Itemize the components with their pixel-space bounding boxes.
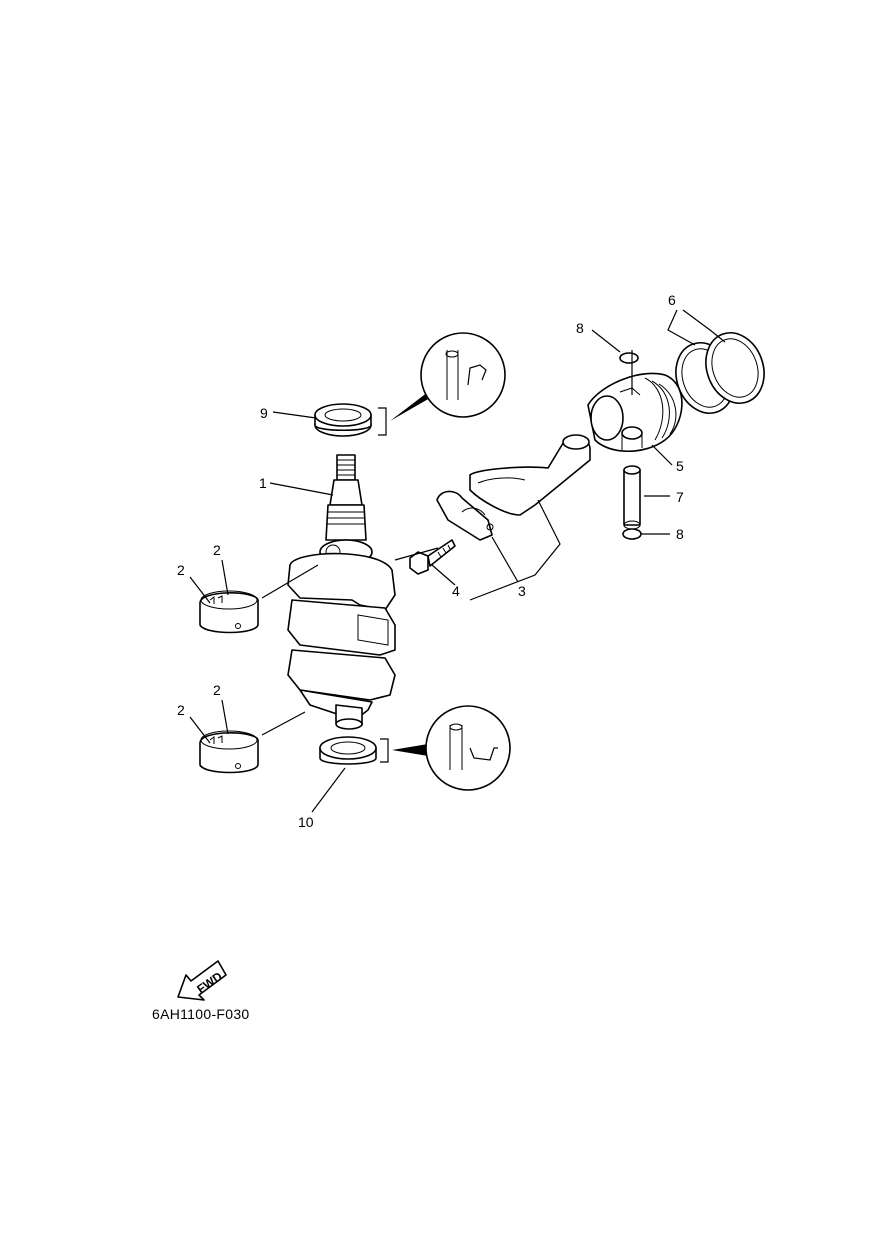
callout-2-b: 2 [177, 562, 185, 578]
piston[interactable] [587, 372, 683, 453]
callout-8-top: 8 [576, 320, 584, 336]
callout-5: 5 [676, 458, 684, 474]
oil-seal-lower[interactable] [319, 736, 377, 765]
fwd-arrow-icon: FWD [177, 960, 227, 1001]
piston-pin-clip-top[interactable] [619, 352, 639, 364]
callout-9: 9 [260, 405, 268, 421]
callout-3: 3 [518, 583, 526, 599]
callout-2-d: 2 [177, 702, 185, 718]
callout-4: 4 [452, 583, 460, 599]
callout-10: 10 [298, 814, 314, 830]
callout-2-c: 2 [213, 682, 221, 698]
piston-pin[interactable] [623, 465, 641, 530]
callout-6: 6 [668, 292, 676, 308]
leader-lines [189, 309, 726, 813]
diagram-code: 6AH1100-F030 [152, 1006, 250, 1022]
crankshaft[interactable] [287, 454, 396, 730]
rod-bolt[interactable] [409, 539, 456, 575]
main-bearing-upper-pair[interactable] [199, 590, 259, 634]
piston-rings[interactable] [666, 325, 773, 422]
piston-pin-clip-bottom[interactable] [622, 528, 642, 540]
callout-1: 1 [259, 475, 267, 491]
callout-labels: 9 1 2 2 2 2 10 4 3 8 6 5 7 8 [177, 292, 684, 830]
callout-2-a: 2 [213, 542, 221, 558]
callout-8-bottom: 8 [676, 526, 684, 542]
seal-detail-lower [380, 705, 511, 791]
oil-seal-upper[interactable] [314, 403, 372, 437]
main-bearing-lower-pair[interactable] [199, 730, 259, 774]
connecting-rod[interactable] [436, 434, 591, 541]
callout-7: 7 [676, 489, 684, 505]
seal-detail-upper [378, 332, 506, 436]
